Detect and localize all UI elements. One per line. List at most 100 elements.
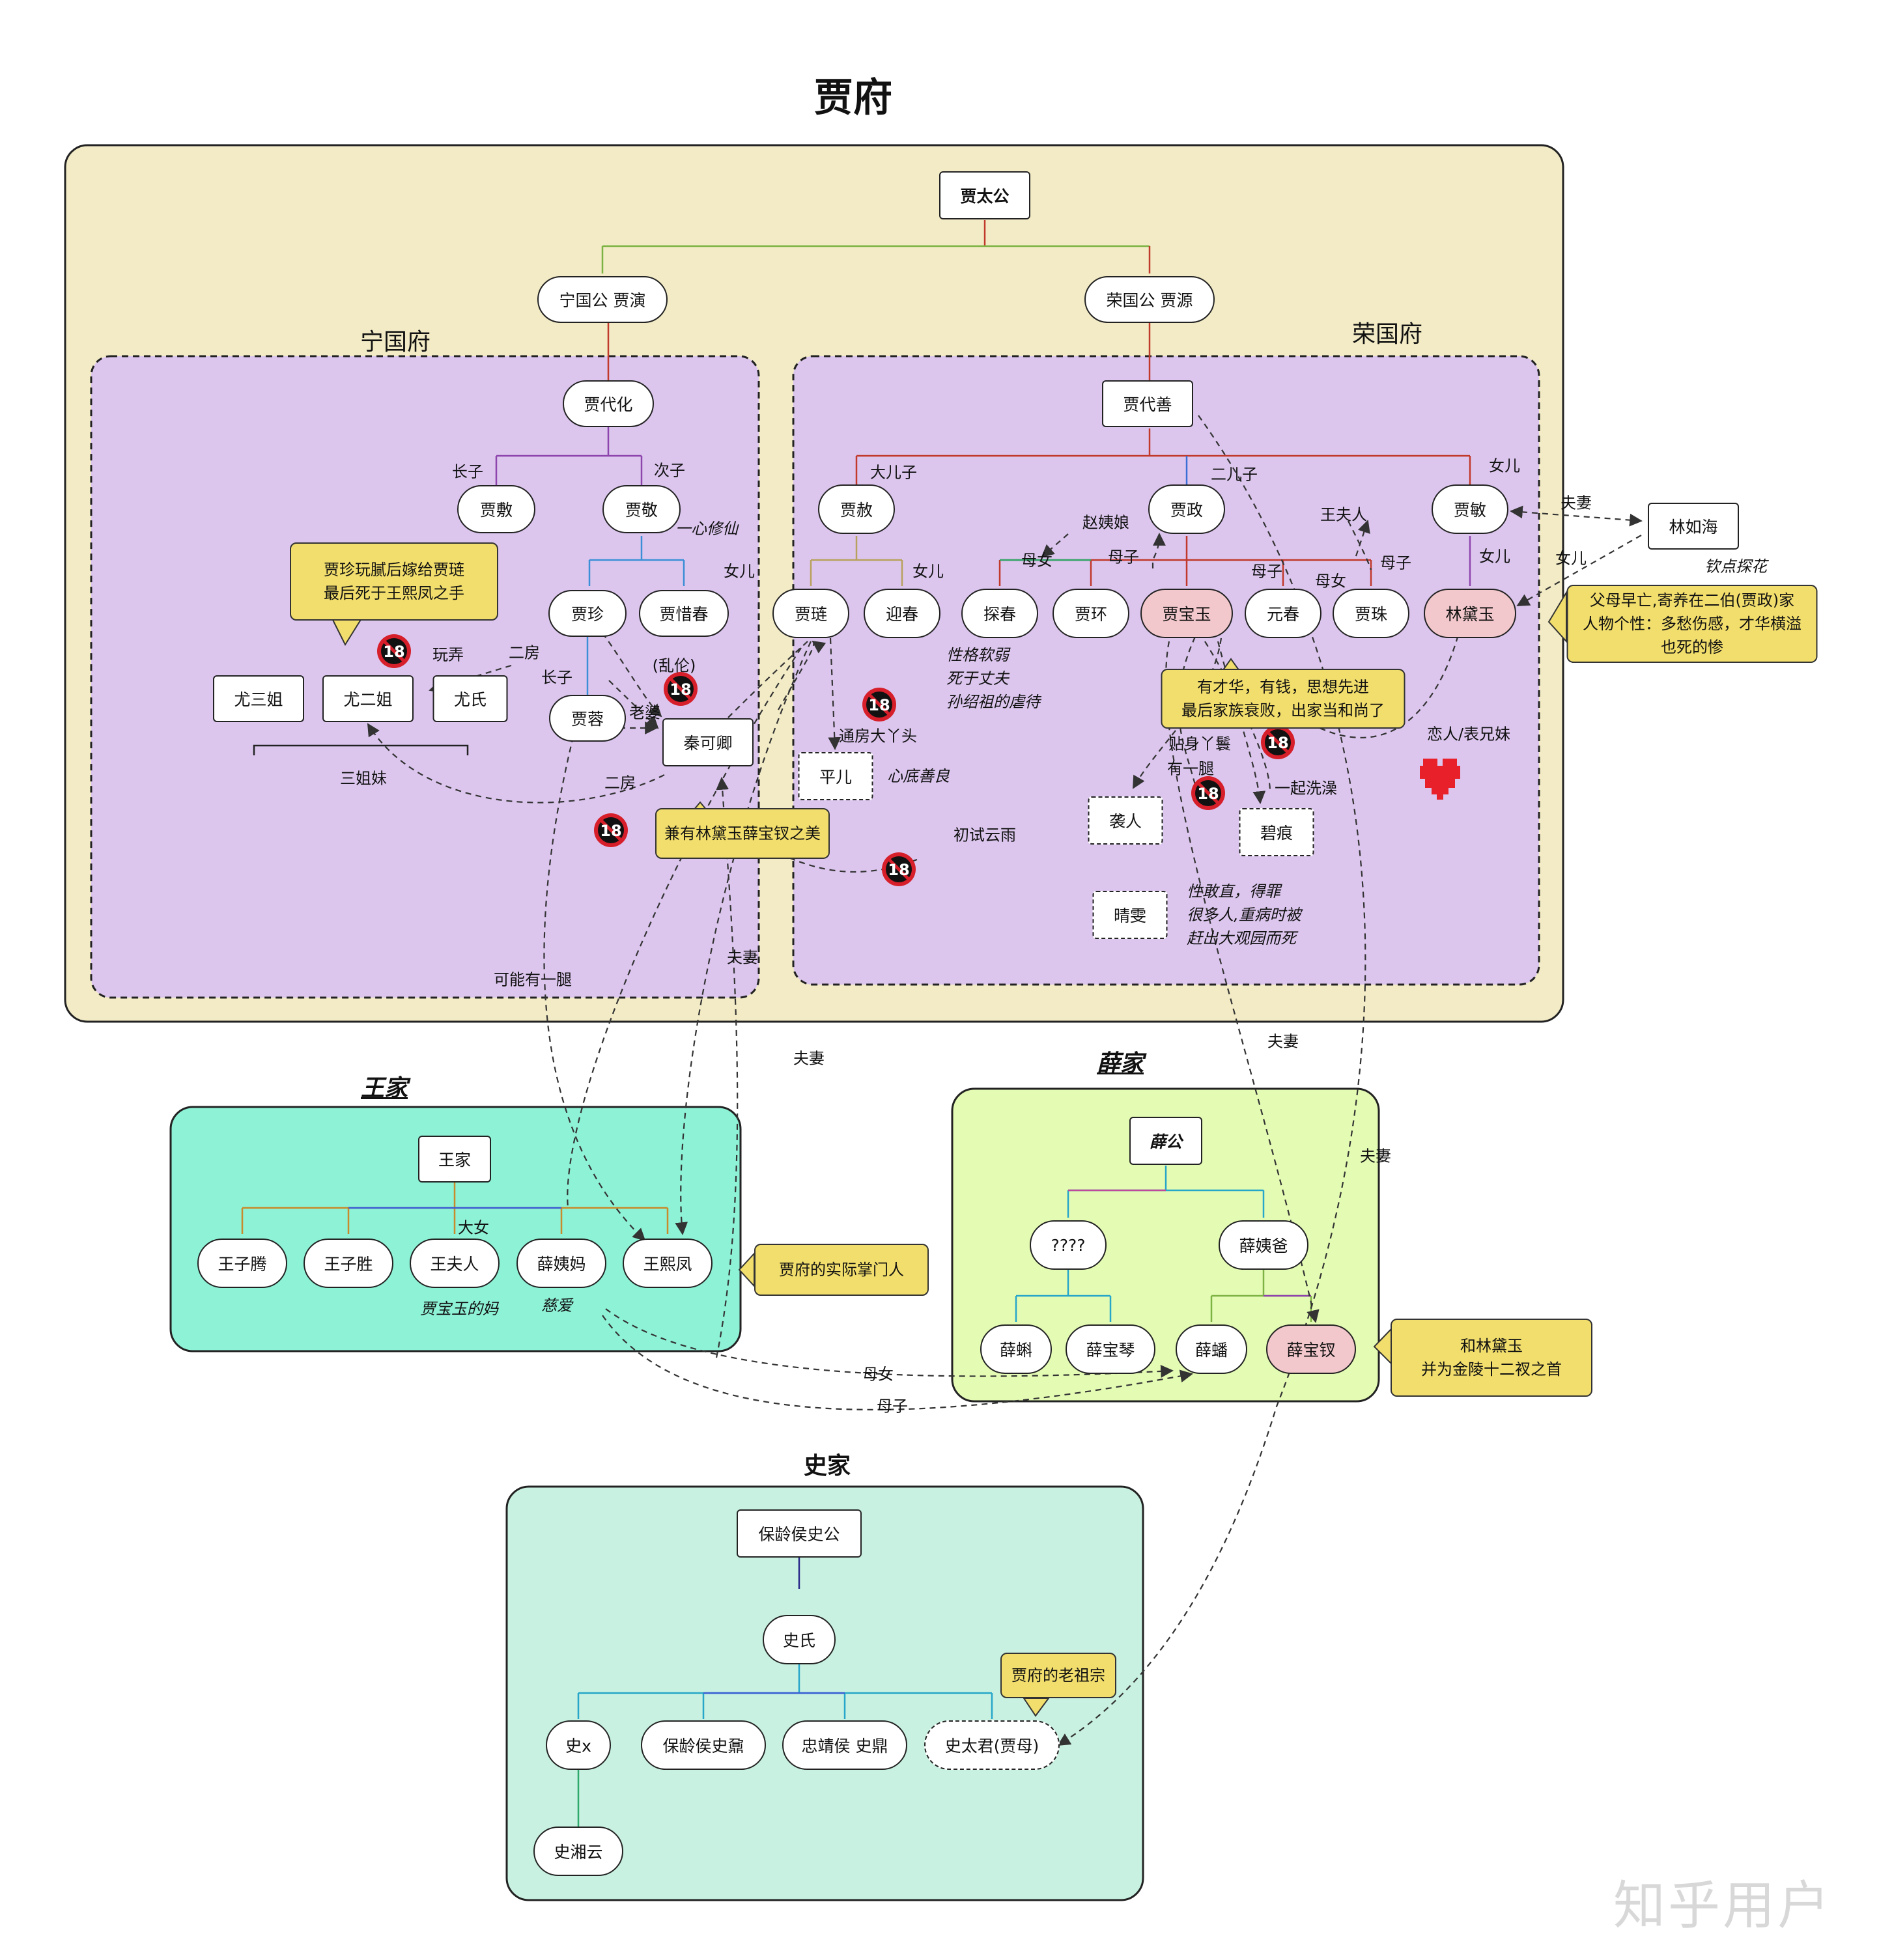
label-dairzi: 大儿子 bbox=[870, 463, 917, 482]
label-tongfang: 通房大丫头 bbox=[839, 727, 917, 746]
node-wang-zisheng[interactable]: 王子胜 bbox=[304, 1239, 393, 1288]
node-lin-daiyu[interactable]: 林黛玉 bbox=[1424, 589, 1516, 638]
node-tanchun[interactable]: 探春 bbox=[961, 589, 1038, 638]
node-shi-nai[interactable]: 保龄侯史鼐 bbox=[641, 1720, 766, 1770]
note-ciai: 慈爱 bbox=[541, 1296, 572, 1315]
node-you-shi[interactable]: 尤氏 bbox=[432, 675, 508, 722]
node-rongguo-gong[interactable]: 荣国公 贾源 bbox=[1084, 276, 1215, 323]
label-muzi-xue: 母子 bbox=[877, 1397, 908, 1416]
label-sanjiemei: 三姐妹 bbox=[340, 769, 387, 788]
node-bihen[interactable]: 碧痕 bbox=[1239, 808, 1314, 856]
node-shi-xiangyun[interactable]: 史湘云 bbox=[533, 1827, 623, 1876]
svg-text:18: 18 bbox=[888, 861, 909, 879]
label-muzi-3: 母子 bbox=[1380, 553, 1411, 572]
node-you-sanjie[interactable]: 尤三姐 bbox=[213, 675, 304, 722]
node-jia-she[interactable]: 贾赦 bbox=[818, 484, 895, 534]
label-munv-2: 母女 bbox=[1315, 572, 1346, 591]
node-xue-yima[interactable]: 薛姨妈 bbox=[516, 1239, 606, 1288]
callout-baochai-line2: 并为金陵十二衩之首 bbox=[1421, 1360, 1562, 1379]
node-yingchun[interactable]: 迎春 bbox=[864, 589, 940, 638]
node-wang-furen[interactable]: 王夫人 bbox=[410, 1239, 500, 1288]
node-xiren[interactable]: 袭人 bbox=[1088, 796, 1163, 845]
node-jia-xichun[interactable]: 贾惜春 bbox=[639, 590, 729, 637]
label-laopo: 老婆 bbox=[629, 703, 660, 722]
label-zhao-yiniang: 赵姨娘 bbox=[1082, 513, 1129, 532]
callout-you-erjie-line1: 贾珍玩腻后嫁给贾琏 bbox=[324, 561, 464, 579]
node-ping-er[interactable]: 平儿 bbox=[798, 752, 873, 800]
note-qingwen-line1: 性敢直，得罪 bbox=[1187, 882, 1281, 901]
node-jia-taigong[interactable]: 贾太公 bbox=[939, 171, 1030, 219]
adult-badge-icon: 18 bbox=[1261, 725, 1295, 759]
node-wang-jia[interactable]: 王家 bbox=[418, 1136, 491, 1183]
node-shi-shi[interactable]: 史氏 bbox=[763, 1615, 836, 1664]
callout-daiyu-line3: 也死的惨 bbox=[1661, 638, 1723, 656]
callout-wang-xifeng: 贾府的实际掌门人 bbox=[754, 1244, 929, 1296]
svg-text:18: 18 bbox=[1267, 734, 1288, 752]
node-xue-ke[interactable]: 薛蝌 bbox=[980, 1324, 1052, 1374]
label-cizi: 次子 bbox=[654, 461, 685, 480]
svg-text:18: 18 bbox=[868, 696, 890, 714]
node-unknown[interactable]: ???? bbox=[1030, 1220, 1107, 1270]
node-jia-lian[interactable]: 贾琏 bbox=[772, 589, 849, 638]
shi-title: 史家 bbox=[803, 1453, 851, 1479]
label-nver-yingchun: 女儿 bbox=[912, 562, 944, 581]
node-qingwen[interactable]: 晴雯 bbox=[1092, 891, 1168, 939]
adult-badge-icon: 18 bbox=[1191, 776, 1225, 810]
node-xue-yiba[interactable]: 薛姨爸 bbox=[1219, 1220, 1308, 1270]
adult-badge-icon: 18 bbox=[377, 634, 411, 668]
callout-you-erjie-line2: 最后死于王熙凤之手 bbox=[324, 584, 464, 602]
node-yuanchun[interactable]: 元春 bbox=[1245, 589, 1321, 638]
node-xue-pan[interactable]: 薛蟠 bbox=[1176, 1324, 1247, 1374]
label-chushi: 初试云雨 bbox=[954, 826, 1016, 845]
label-zhangzi: 长子 bbox=[452, 462, 483, 481]
node-jia-fu[interactable]: 贾敷 bbox=[457, 485, 535, 533]
svg-text:18: 18 bbox=[383, 643, 404, 661]
callout-baoyu-line1: 有才华，有钱，思想先进 bbox=[1197, 678, 1369, 696]
node-jia-daihua[interactable]: 贾代化 bbox=[563, 380, 654, 427]
ningguo-title: 宁国府 bbox=[360, 329, 431, 356]
watermark: 知乎用户 bbox=[1613, 1875, 1832, 1936]
node-xue-gong[interactable]: 薛公 bbox=[1129, 1117, 1202, 1165]
label-nver-lin: 女儿 bbox=[1555, 549, 1587, 568]
label-nver-jiamin: 女儿 bbox=[1489, 456, 1520, 475]
callout-baochai: 和林黛玉 并为金陵十二衩之首 bbox=[1391, 1319, 1592, 1397]
tree-connectors bbox=[241, 220, 1471, 1827]
callout-daiyu: 父母早亡,寄养在二伯(贾政)家 人物个性：多愁伤感，才华横溢 也死的惨 bbox=[1566, 585, 1818, 663]
label-lianren: 恋人/表兄妹 bbox=[1426, 725, 1511, 744]
node-wang-xifeng[interactable]: 王熙凤 bbox=[623, 1239, 713, 1288]
xue-family-region bbox=[951, 1087, 1380, 1403]
note-qingwen-line3: 赶出大观园而死 bbox=[1187, 929, 1297, 947]
node-shi-taijun[interactable]: 史太君(贾母) bbox=[924, 1720, 1060, 1770]
rongguo-title: 荣国府 bbox=[1351, 321, 1423, 348]
node-jia-daishan[interactable]: 贾代善 bbox=[1102, 380, 1193, 427]
xue-title: 薛家 bbox=[1096, 1050, 1144, 1077]
node-qin-keqing[interactable]: 秦可卿 bbox=[662, 718, 754, 766]
adult-badge-icon: 18 bbox=[594, 813, 628, 847]
node-jia-zhu[interactable]: 贾珠 bbox=[1333, 589, 1409, 638]
node-shi-x[interactable]: 史x bbox=[546, 1720, 611, 1770]
node-jia-zhen[interactable]: 贾珍 bbox=[548, 590, 627, 637]
node-shi-ding[interactable]: 忠靖侯 史鼎 bbox=[782, 1720, 907, 1770]
callout-you-erjie: 贾珍玩腻后嫁给贾琏 最后死于王熙凤之手 bbox=[290, 542, 498, 621]
adult-badges: 18 18 18 18 18 18 18 bbox=[377, 634, 1295, 886]
callout-jiamu: 贾府的老祖宗 bbox=[1000, 1653, 1116, 1698]
node-baoling-shigong[interactable]: 保龄侯史公 bbox=[737, 1509, 862, 1558]
node-jia-min[interactable]: 贾敏 bbox=[1432, 484, 1508, 534]
node-jia-jing[interactable]: 贾敬 bbox=[602, 485, 681, 533]
node-lin-ruhai[interactable]: 林如海 bbox=[1648, 503, 1739, 550]
note-qingwen-line2: 很多人,重病时被 bbox=[1187, 906, 1301, 924]
node-you-erjie[interactable]: 尤二姐 bbox=[322, 675, 414, 722]
node-wang-ziteng[interactable]: 王子腾 bbox=[197, 1239, 287, 1288]
label-zhangzi-rong: 长子 bbox=[541, 668, 572, 687]
note-qindian: 钦点探花 bbox=[1704, 557, 1767, 576]
node-ningguo-gong[interactable]: 宁国公 贾演 bbox=[537, 276, 668, 323]
label-muzi-2: 母子 bbox=[1251, 562, 1282, 581]
node-jia-baoyu[interactable]: 贾宝玉 bbox=[1140, 589, 1233, 638]
node-xue-baochai[interactable]: 薛宝钗 bbox=[1266, 1324, 1356, 1374]
node-xue-baoqin[interactable]: 薛宝琴 bbox=[1066, 1324, 1155, 1374]
label-fuqi-2: 夫妻 bbox=[793, 1049, 825, 1068]
node-jia-huan[interactable]: 贾环 bbox=[1053, 589, 1129, 638]
node-jia-zheng[interactable]: 贾政 bbox=[1148, 484, 1225, 534]
svg-text:18: 18 bbox=[600, 822, 621, 840]
node-jia-rong[interactable]: 贾蓉 bbox=[549, 695, 626, 742]
